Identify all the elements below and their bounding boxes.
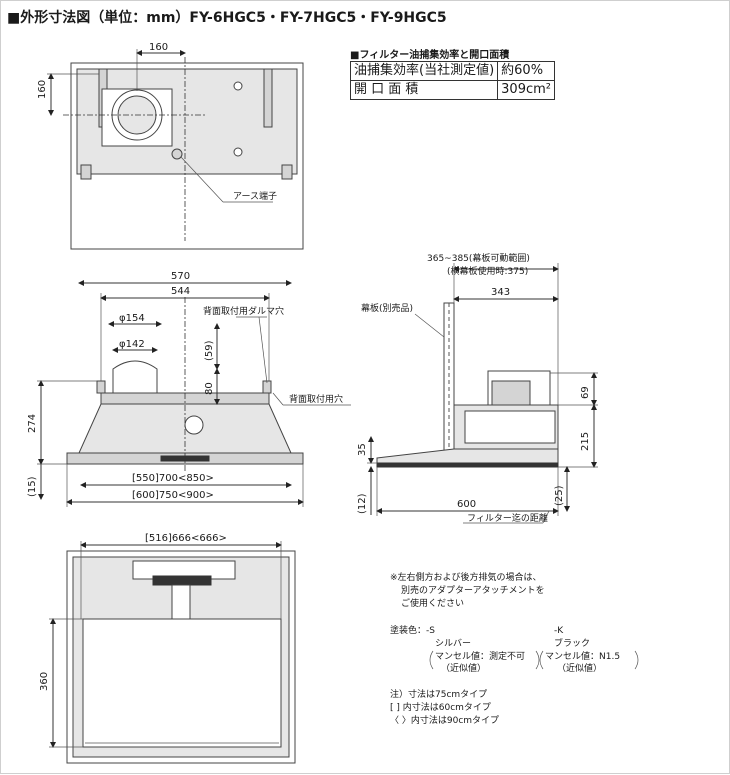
spec-value-area: 309cm² xyxy=(497,80,555,100)
label-rear-hole: 背面取付用穴 xyxy=(289,393,343,405)
spec-label-area: 開 口 面 積 xyxy=(349,80,499,100)
bottom-stem xyxy=(171,584,191,620)
leader-line xyxy=(258,316,268,384)
top-screw-hole xyxy=(233,147,243,157)
paint-k-name: ブラック xyxy=(554,637,590,649)
side-fan-motor xyxy=(491,380,531,406)
paren-right xyxy=(634,650,639,670)
paint-color-label: 塗装色：-S xyxy=(390,624,435,636)
dim-label-343: 343 xyxy=(491,287,510,298)
paint-k-approx: （近似値） xyxy=(557,662,602,674)
leader-line xyxy=(180,156,224,203)
dim-label-width-inner: [550]700<850> xyxy=(132,473,214,484)
dim-label-25: (25) xyxy=(554,485,565,506)
bottom-duct-slot xyxy=(152,575,212,586)
paren-left xyxy=(539,650,544,670)
label-front-panel: 幕板(別売品) xyxy=(361,302,413,314)
label-daruma-hole: 背面取付用ダルマ穴 xyxy=(203,305,284,317)
note-adapter-line3: ご使用ください xyxy=(401,597,464,609)
top-screw-hole xyxy=(233,81,243,91)
side-bottom-edge xyxy=(376,462,559,468)
top-mount-bracket-right xyxy=(263,68,273,128)
dim-label-160-height: 160 xyxy=(37,80,48,99)
spec-table: 油捕集効率(当社測定値) 約60% 開 口 面 積 309cm² xyxy=(349,61,555,100)
dim-label-360: 360 xyxy=(39,672,50,691)
dim-label-phi142: φ142 xyxy=(119,339,145,350)
paint-s-approx: （近似値） xyxy=(441,662,486,674)
bottom-filter-panel xyxy=(82,618,282,748)
paint-k-code: -K xyxy=(554,626,564,636)
dim-label-15: (15) xyxy=(27,476,38,497)
legend-60cm: [ ] 内寸法は60cmタイプ xyxy=(390,701,491,713)
dim-label-59: (59) xyxy=(204,340,215,361)
top-view: 160 160 アース端子 xyxy=(37,42,304,250)
dim-label-544: 544 xyxy=(171,286,190,297)
note-adapter-line1: ※左右側方および後方排気の場合は、 xyxy=(390,571,542,583)
dim-label-80: 80 xyxy=(204,382,215,395)
dim-label-panel-range: 365~385(幕板可動範囲) xyxy=(427,252,530,264)
dim-label-35: 35 xyxy=(357,443,368,456)
paren-left xyxy=(429,650,434,670)
dim-label-panel-range-sub: (横幕板使用時:375) xyxy=(447,265,528,277)
leader-line xyxy=(272,392,284,406)
corner-block-right xyxy=(281,164,293,180)
dim-label-215: 215 xyxy=(580,432,591,451)
dim-label-160-width: 160 xyxy=(149,42,168,53)
paren-right xyxy=(535,650,540,670)
label-filter-distance: フィルター迄の距離 xyxy=(467,512,548,524)
leader-line xyxy=(414,313,445,338)
legend-75cm: 注）寸法は75cmタイプ xyxy=(390,688,487,700)
dim-label-600: 600 xyxy=(457,499,476,510)
dim-label-phi154: φ154 xyxy=(119,313,145,324)
earth-terminal xyxy=(171,148,183,160)
dim-label-bottom-width: [516]666<666> xyxy=(145,533,227,544)
table-row: 開 口 面 積 309cm² xyxy=(349,80,555,100)
spec-heading: ■フィルター油捕集効率と開口面積 xyxy=(350,50,510,61)
rear-mount-hole xyxy=(184,415,204,435)
notes: ※左右側方および後方排気の場合は、 別売のアダプターアタッチメントを ご使用くだ… xyxy=(390,571,639,726)
paint-s-munsell: マンセル値：測定不可 xyxy=(435,650,525,662)
paint-k-munsell: マンセル値：N1.5 xyxy=(545,650,620,662)
corner-block-left xyxy=(80,164,92,180)
label-earth-terminal: アース端子 xyxy=(233,190,277,202)
dim-label-12: (12) xyxy=(357,493,368,514)
dim-label-570: 570 xyxy=(171,271,190,282)
legend-90cm: 〈 〉内寸法は90cmタイプ xyxy=(390,714,499,726)
side-filter-chamber xyxy=(464,410,556,444)
leader-line xyxy=(542,510,550,524)
dim-label-width-outer: [600]750<900> xyxy=(132,490,214,501)
dim-label-69: 69 xyxy=(580,386,591,399)
bottom-view: [516]666<666> 360 xyxy=(39,533,296,764)
front-bracket-left xyxy=(96,380,106,394)
side-view: 365~385(幕板可動範囲) (横幕板使用時:375) 343 幕板(別売品)… xyxy=(357,252,598,524)
dim-label-274: 274 xyxy=(27,414,38,433)
front-view: 570 544 φ154 φ142 (59) 80 274 (1 xyxy=(27,271,351,507)
note-adapter-line2: 別売のアダプターアタッチメントを xyxy=(401,584,545,596)
front-duct-connector xyxy=(112,360,158,394)
spec-label-oil: 油捕集効率(当社測定値) xyxy=(349,61,499,81)
page-title: ■外形寸法図（単位：mm）FY-6HGC5・FY-7HGC5・FY-9HGC5 xyxy=(7,10,447,26)
table-row: 油捕集効率(当社測定値) 約60% xyxy=(349,61,555,81)
spec-value-oil: 約60% xyxy=(497,61,555,81)
paint-s-name: シルバー xyxy=(435,638,471,649)
